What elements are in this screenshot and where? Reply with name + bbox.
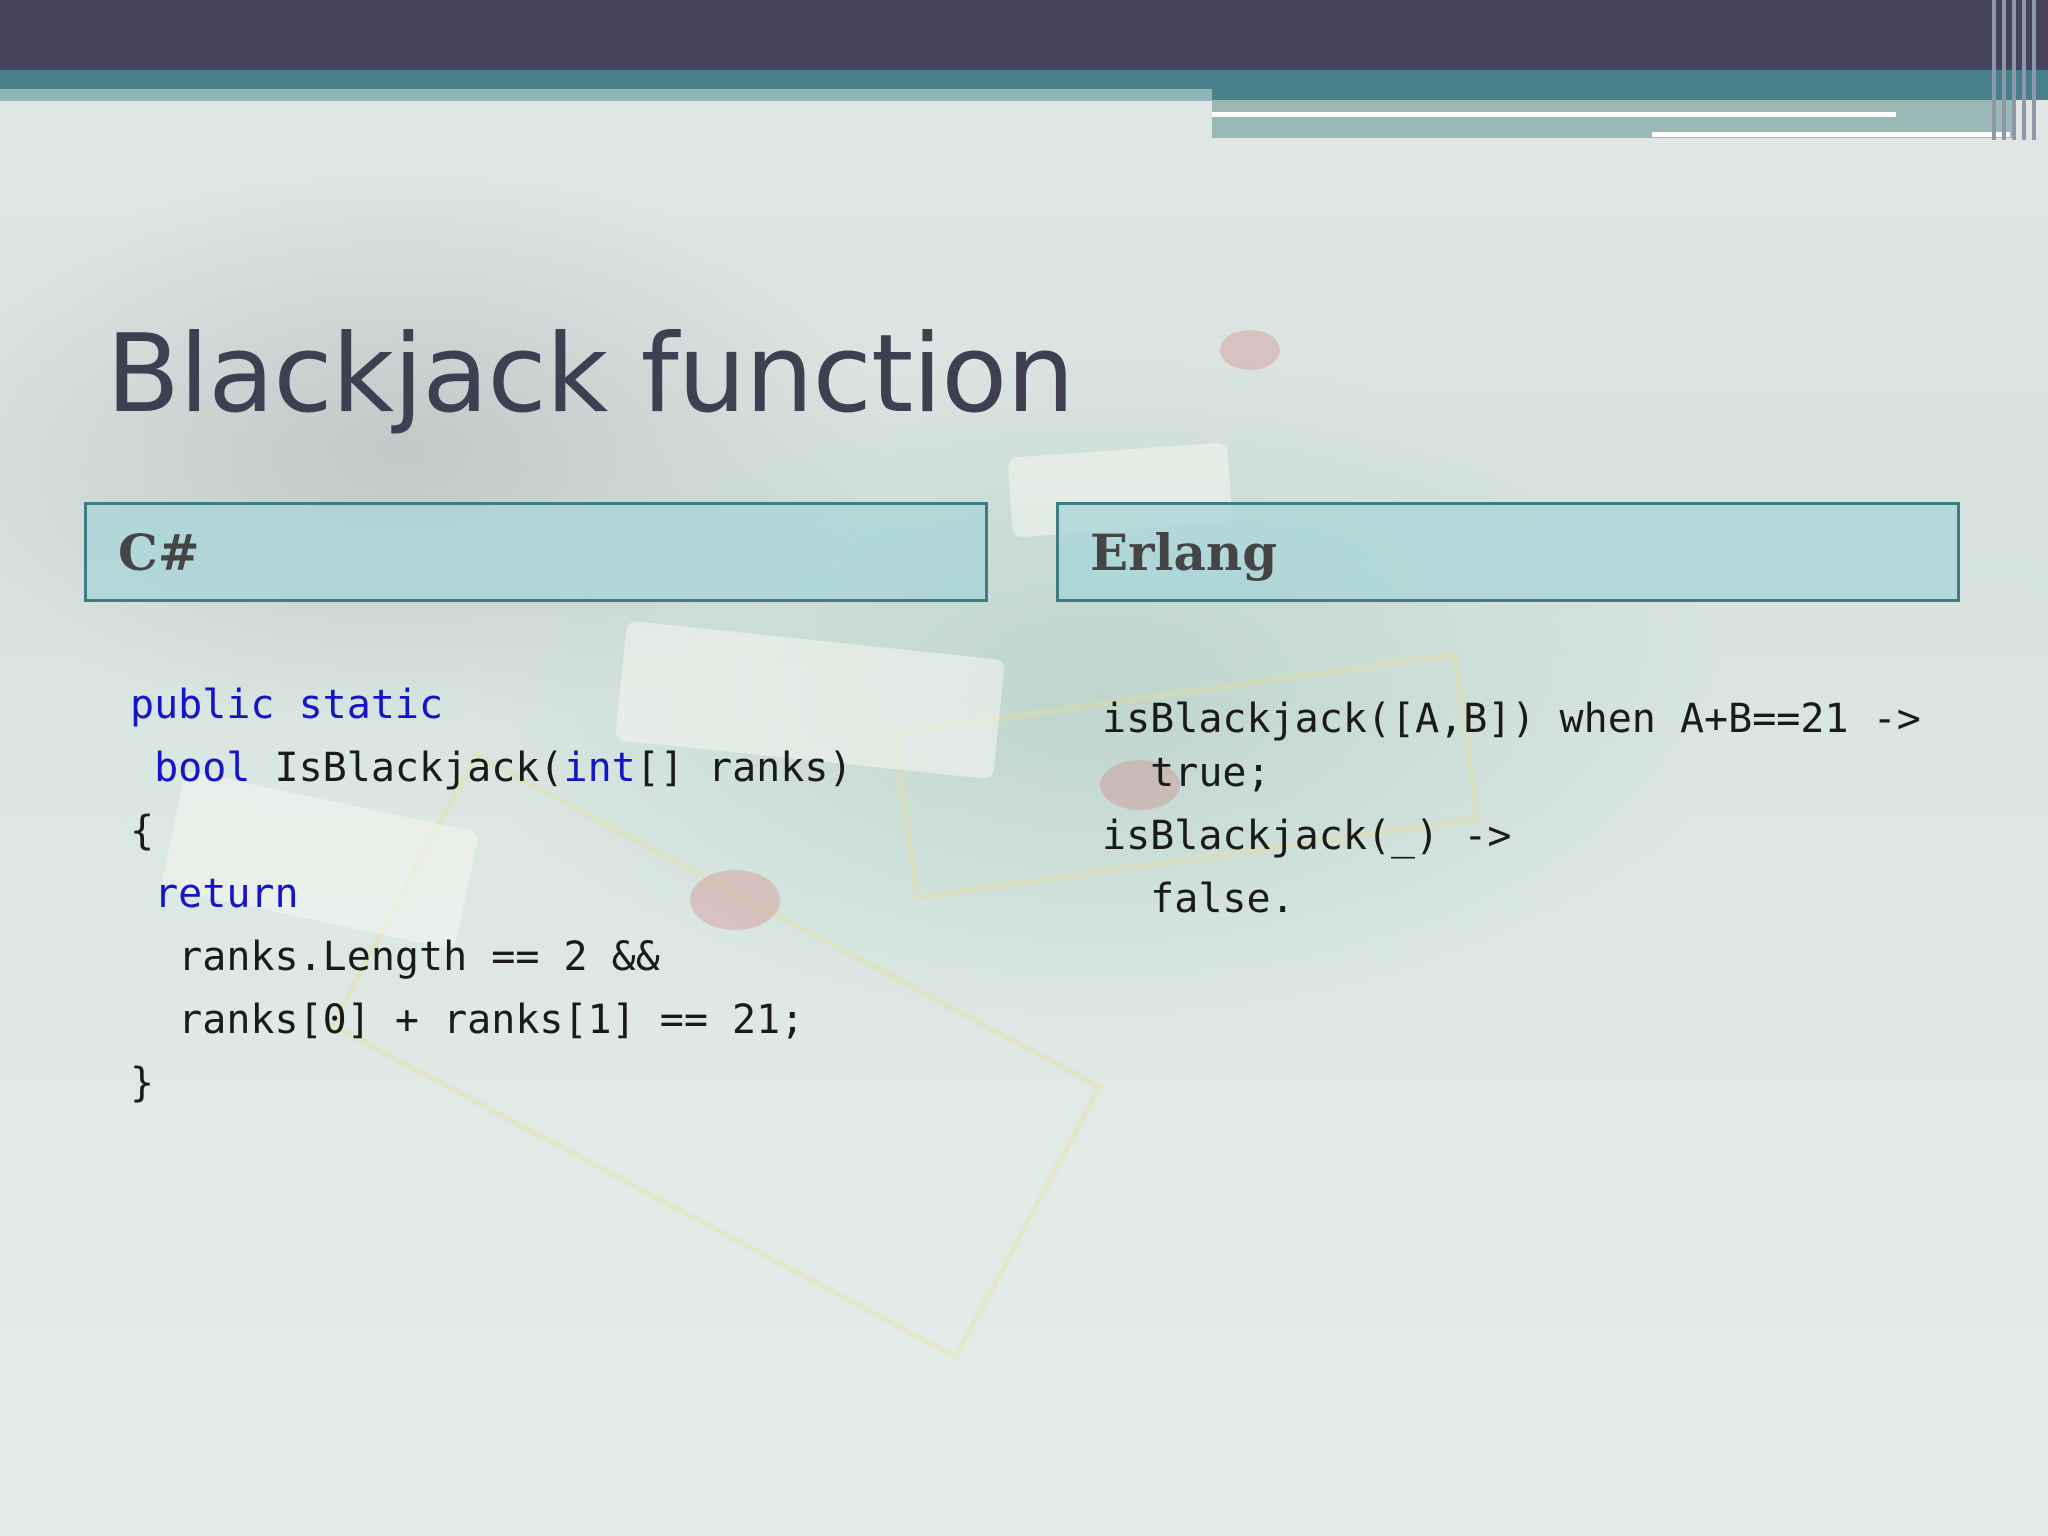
code-keyword: return (154, 871, 299, 917)
code-line: { (130, 808, 154, 854)
code-text: IsBlackjack( (250, 745, 564, 791)
code-line: } (130, 1060, 154, 1106)
teal-accent-band-light (0, 89, 1212, 101)
code-text: ranks[0] + ranks[1] == 21; (130, 997, 805, 1043)
code-line: ranks[0] + ranks[1] == 21; (130, 997, 804, 1043)
code-text: isBlackjack(_) -> (1102, 813, 1512, 859)
code-line: return (130, 871, 299, 917)
code-text: { (130, 808, 155, 854)
code-text: false. (1102, 876, 1295, 922)
csharp-header-box: C# (84, 502, 988, 602)
chip-shape (1220, 330, 1280, 370)
chip-shape (690, 870, 780, 930)
code-text (130, 745, 154, 791)
code-keyword: public static (130, 682, 444, 728)
slide-title: Blackjack function (106, 312, 1075, 437)
code-line: false. (1102, 876, 1295, 922)
code-line: ranks.Length == 2 && (130, 934, 660, 980)
code-line: bool IsBlackjack(int[] ranks) (130, 745, 853, 791)
code-keyword: int (563, 745, 636, 791)
teal-accent-block (1212, 100, 2012, 138)
code-text: isBlackjack([A,B]) when A+B==21 -> (1102, 696, 1921, 742)
code-line: public static (130, 682, 443, 728)
right-edge-stripes (1992, 0, 2048, 140)
code-text (130, 871, 154, 917)
code-keyword: bool (154, 745, 251, 791)
code-text: ranks.Length == 2 && (130, 934, 660, 980)
erlang-header-label: Erlang (1090, 523, 1278, 582)
csharp-code-block: public static bool IsBlackjack(int[] ran… (130, 682, 990, 1122)
code-text: } (130, 1060, 155, 1106)
erlang-header-box: Erlang (1056, 502, 1960, 602)
erlang-code-block: isBlackjack([A,B]) when A+B==21 -> true;… (1102, 696, 2002, 956)
chip-shape (1100, 760, 1180, 810)
accent-line (1652, 132, 2010, 137)
accent-line (1212, 112, 1896, 117)
code-line: true; (1102, 750, 1271, 796)
csharp-header-label: C# (118, 523, 200, 582)
code-text: true; (1102, 750, 1271, 796)
code-line: isBlackjack(_) -> (1102, 813, 1511, 859)
code-line: isBlackjack([A,B]) when A+B==21 -> (1102, 696, 1921, 742)
code-text: [] ranks) (635, 745, 853, 791)
top-header-bar (0, 0, 2048, 70)
